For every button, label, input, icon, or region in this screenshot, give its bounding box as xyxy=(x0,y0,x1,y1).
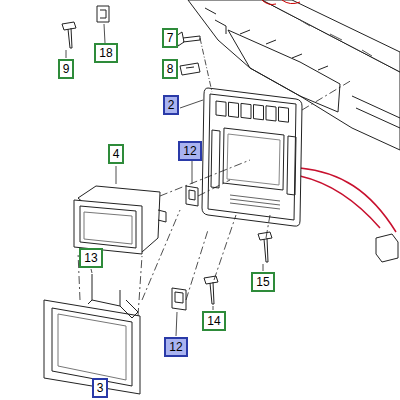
callout-number: 9 xyxy=(58,59,75,79)
switch-button xyxy=(241,103,251,118)
switch-button xyxy=(216,101,226,116)
callout-number: 18 xyxy=(94,43,117,63)
callout-number: 8 xyxy=(162,59,179,79)
callout-number: 12 xyxy=(164,337,187,357)
retaining-spring xyxy=(88,274,138,318)
wire-harness xyxy=(300,168,396,232)
leader-line xyxy=(66,24,263,383)
callout-number: 12 xyxy=(178,141,201,161)
storage-pocket xyxy=(74,186,166,254)
callout-number: 2 xyxy=(163,95,180,115)
switch-button xyxy=(254,105,264,120)
callout-number: 13 xyxy=(79,248,102,268)
switch-button xyxy=(279,107,289,122)
callout-number: 3 xyxy=(92,378,109,398)
clip xyxy=(186,186,198,206)
clip xyxy=(172,288,186,310)
switch-button xyxy=(229,102,239,117)
wire-harness xyxy=(300,176,380,228)
clip xyxy=(97,6,109,22)
callout-number: 7 xyxy=(162,28,179,48)
assembly-line xyxy=(78,80,352,316)
connector xyxy=(376,234,398,262)
switch-bezel xyxy=(202,88,302,226)
switch-button xyxy=(266,106,276,121)
callout-number: 15 xyxy=(251,272,274,292)
speed-nut xyxy=(180,63,200,75)
screw xyxy=(62,22,272,304)
callout-number: 4 xyxy=(108,144,125,164)
callout-number: 14 xyxy=(202,311,225,331)
